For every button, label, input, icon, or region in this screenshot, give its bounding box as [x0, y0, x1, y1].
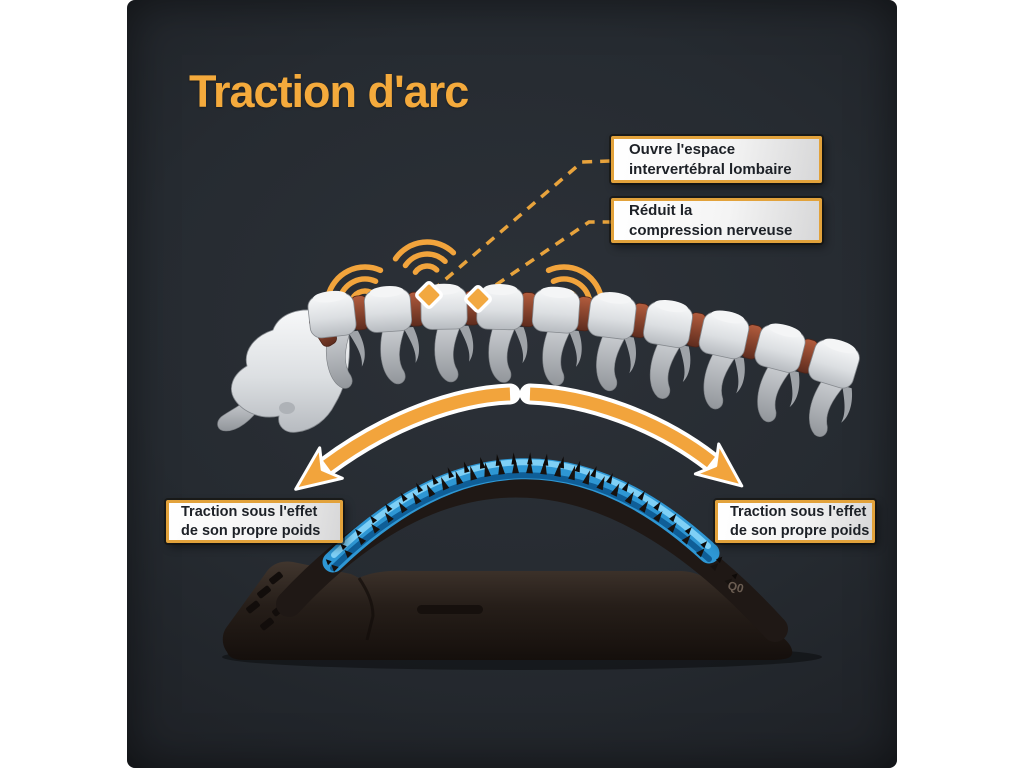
product-diagram-graphic: Q0 [217, 159, 864, 670]
spine-graphic [217, 282, 864, 444]
back-stretcher-device: Q0 [222, 452, 822, 670]
callout-line: Traction sous l'effet [730, 503, 867, 520]
traction-arrow-down-right-icon [519, 383, 744, 488]
callout-open-intervertebral-space: Ouvre l'espace intervertébral lombaire [611, 136, 822, 183]
device-marking: Q0 [726, 578, 745, 596]
device-arch-blue [322, 458, 720, 573]
callout-line: de son propre poids [181, 522, 321, 539]
dashed-connector-2 [480, 220, 611, 297]
callout-traction-own-weight-right: Traction sous l'effet de son propre poid… [715, 500, 875, 543]
callout-line: de son propre poids [730, 522, 870, 539]
callout-traction-own-weight-left: Traction sous l'effet de son propre poid… [166, 500, 343, 543]
diamond-marker-icon [415, 281, 443, 309]
page-title: Traction d'arc [189, 66, 469, 117]
device-slot [417, 605, 483, 614]
callout-line: Traction sous l'effet [181, 503, 318, 520]
callout-line: Ouvre l'espace [629, 140, 736, 158]
diamond-marker-icon [464, 285, 492, 313]
callout-line: Réduit la [629, 201, 693, 219]
product-infographic-panel: Q0 Traction d'arc Ouvre l'espace interve… [127, 0, 897, 768]
vibration-arcs-icon [394, 239, 455, 274]
callout-reduce-nerve-compression: Réduit la compression nerveuse [611, 198, 822, 243]
callout-line: intervertébral lombaire [629, 160, 792, 178]
device-spikes [325, 452, 738, 586]
dashed-connector-1 [430, 159, 612, 293]
traction-arrow-down-left-icon [294, 383, 521, 491]
callout-line: compression nerveuse [629, 221, 793, 239]
